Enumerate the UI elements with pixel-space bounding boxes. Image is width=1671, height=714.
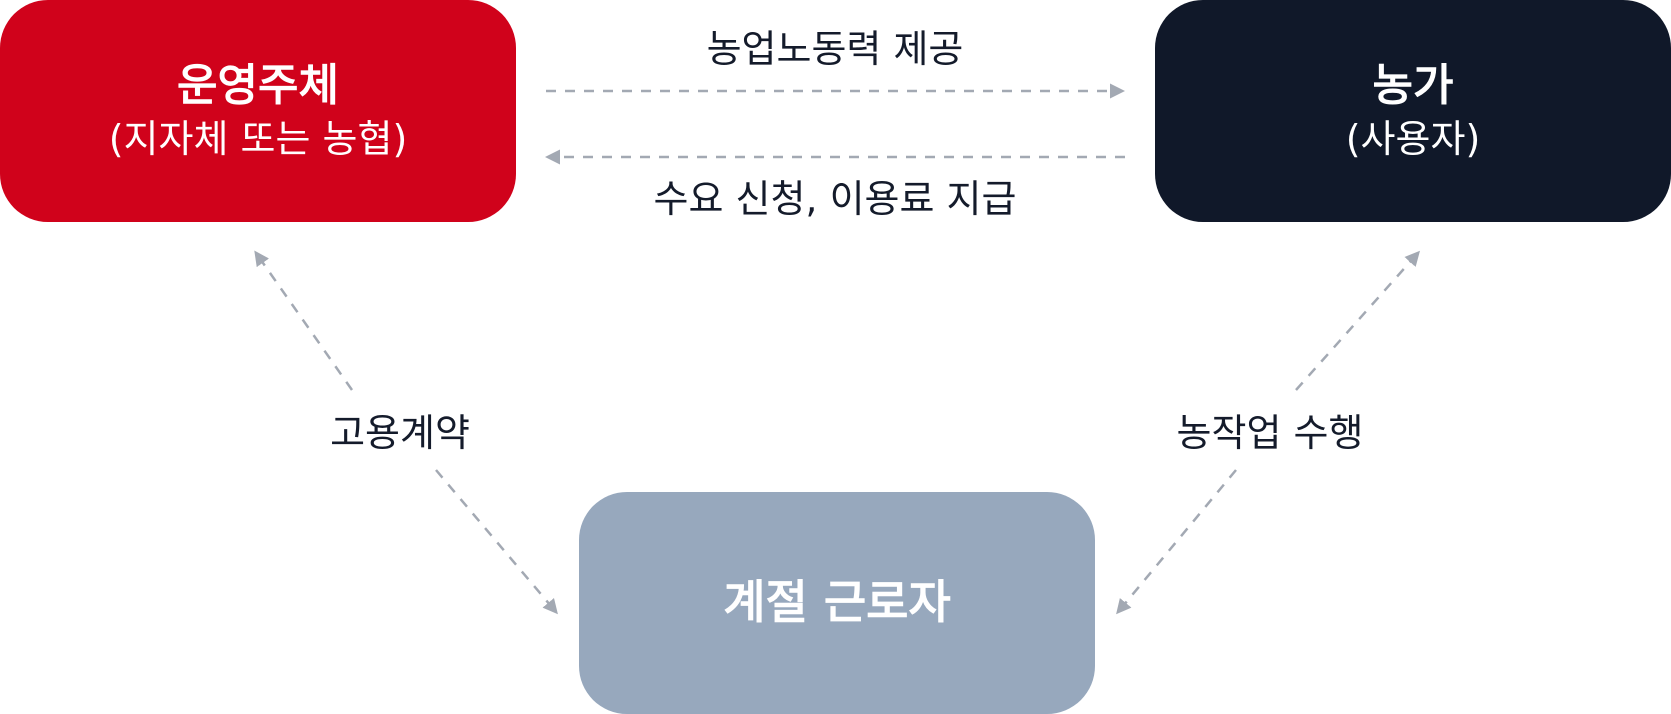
arrow-farmwork-upper: [1295, 250, 1420, 391]
farm-node: 농가 (사용자): [1155, 0, 1671, 222]
worker-node: 계절 근로자: [579, 492, 1095, 714]
arrow-farmwork-lower: [1116, 469, 1237, 615]
operator-subtitle: (지자체 또는 농협): [108, 116, 408, 161]
operator-node: 운영주체 (지자체 또는 농협): [0, 0, 516, 222]
edge-label-farmwork: 농작업 수행: [1176, 411, 1364, 455]
farm-subtitle: (사용자): [1345, 116, 1481, 161]
farm-title: 농가: [1372, 59, 1454, 111]
operator-title: 운영주체: [177, 59, 339, 111]
arrow-employment-lower: [435, 469, 558, 615]
arrow-employment-upper: [254, 250, 354, 391]
worker-title: 계절 근로자: [723, 575, 951, 630]
edge-label-demand: 수요 신청, 이용료 지급: [653, 177, 1017, 221]
edge-label-employment: 고용계약: [330, 411, 470, 455]
edge-label-labor: 농업노동력 제공: [706, 27, 964, 71]
